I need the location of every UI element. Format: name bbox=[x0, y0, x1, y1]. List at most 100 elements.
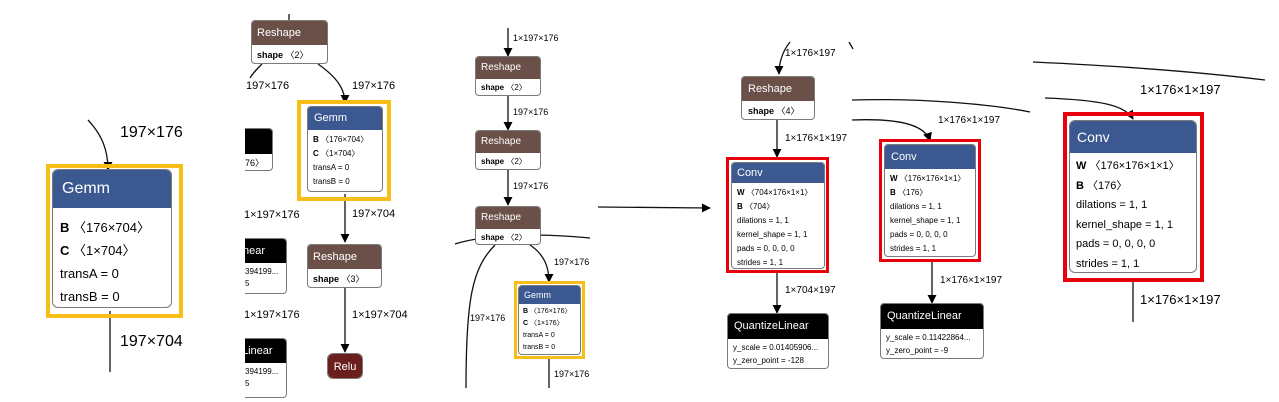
p3-gemm-attr-transa: transA = 0 bbox=[523, 332, 555, 339]
p1-gemm-title: Gemm bbox=[53, 170, 171, 208]
p4-quantize-1-scale: y_scale = 0.01405906... bbox=[733, 343, 819, 352]
p4-quantize-node-1[interactable]: QuantizeLinear y_scale = 0.01405906... y… bbox=[727, 313, 829, 369]
p4-conv-2-title: Conv bbox=[885, 145, 975, 169]
p4-reshape-shape: shape 〈4〉 bbox=[748, 106, 800, 116]
p4-quantize-2-title: QuantizeLinear bbox=[881, 304, 983, 329]
p2-gemm-attr-transb: transB = 0 bbox=[313, 177, 350, 186]
p3-gemm-title: Gemm bbox=[519, 286, 580, 304]
p3-edge-label-6: 197×176 bbox=[554, 369, 590, 379]
p5-conv-attr-strides: strides = 1, 1 bbox=[1076, 257, 1140, 270]
p1-gemm-node[interactable]: Gemm B 〈176×704〉 C 〈1×704〉 transA = 0 tr… bbox=[52, 169, 172, 308]
p2-edge-label-4: 1×197×704 bbox=[352, 309, 408, 321]
p2-gemm-attr-c: C 〈1×704〉 bbox=[313, 149, 360, 158]
p2-reshape-1-shape: shape 〈2〉 bbox=[257, 50, 309, 60]
transform-arrow bbox=[597, 203, 711, 213]
p2-partial-1-text: 76〉 bbox=[245, 158, 265, 168]
p4-conv-1-attr-b: B 〈704〉 bbox=[737, 202, 775, 211]
p4-conv-1-title: Conv bbox=[732, 163, 824, 183]
p4-quantize-node-2[interactable]: QuantizeLinear y_scale = 0.11422864... y… bbox=[880, 303, 984, 359]
p5-conv-highlight bbox=[1063, 112, 1204, 282]
p1-gemm-attr-b: B 〈176×704〉 bbox=[60, 220, 150, 235]
p3-edge-label-4: 197×176 bbox=[554, 257, 590, 267]
p2-gemm-attr-transa: transA = 0 bbox=[313, 163, 350, 172]
p3-reshape-3-shape: shape 〈2〉 bbox=[481, 233, 527, 242]
p4-conv-1-attr-kernel: kernel_shape = 1, 1 bbox=[737, 230, 808, 239]
p3-edge-label-5: 197×176 bbox=[470, 313, 506, 323]
p5-edge-label-1: 1×176×1×197 bbox=[1140, 82, 1221, 97]
p3-reshape-node-3[interactable]: Reshape shape 〈2〉 bbox=[475, 206, 541, 245]
p3-reshape-2-shape: shape 〈2〉 bbox=[481, 157, 527, 166]
p4-conv-1-attr-w: W 〈704×176×1×1〉 bbox=[737, 188, 813, 197]
p3-reshape-node-2[interactable]: Reshape shape 〈2〉 bbox=[475, 130, 541, 170]
p2-gemm-node[interactable]: Gemm B 〈176×704〉 C 〈1×704〉 transA = 0 tr… bbox=[307, 106, 383, 192]
p2-relu-node[interactable]: Relu bbox=[327, 353, 363, 379]
p5-conv-attr-dilations: dilations = 1, 1 bbox=[1076, 199, 1148, 211]
p3-reshape-3-title: Reshape bbox=[476, 207, 540, 229]
p3-reshape-node-1[interactable]: Reshape shape 〈2〉 bbox=[475, 56, 541, 96]
p1-gemm-highlight bbox=[46, 164, 183, 318]
p4-reshape-title: Reshape bbox=[742, 77, 814, 101]
p2-edge-label-3: 197×704 bbox=[352, 208, 396, 220]
p2-edge-label-6: 1×197×176 bbox=[244, 309, 300, 321]
p2-left-curve bbox=[249, 63, 263, 79]
p5-conv-node[interactable]: Conv W 〈176×176×1×1〉 B 〈176〉 dilations =… bbox=[1069, 120, 1197, 273]
p4-quantize-1-zero: y_zero_point = -128 bbox=[733, 356, 804, 365]
p4-quantize-2-zero: y_zero_point = -9 bbox=[886, 346, 949, 355]
p2-reshape-node-2[interactable]: Reshape shape 〈3〉 bbox=[307, 244, 382, 288]
p2-gemm-attr-b: B 〈176×704〉 bbox=[313, 135, 369, 144]
p1-gemm-attr-transa: transA = 0 bbox=[60, 266, 119, 281]
p3-branch-left bbox=[465, 244, 496, 389]
p2-reshape-gemm-edge bbox=[317, 63, 350, 104]
p2-partial-3-zero: 5 bbox=[245, 379, 250, 388]
p3-r3-gemm-edge bbox=[529, 244, 554, 283]
p4-conv-2-attr-strides: strides = 1, 1 bbox=[890, 244, 937, 253]
p2-reshape-2-shape: shape 〈3〉 bbox=[313, 274, 365, 284]
p4-edge-label-1: 1×176×197 bbox=[785, 48, 836, 59]
p1-in-edge bbox=[87, 119, 113, 171]
p4-top-arc bbox=[851, 98, 1031, 113]
p3-reshape-2-title: Reshape bbox=[476, 131, 540, 153]
p4-edge-label-5: 1×176×1×197 bbox=[940, 275, 1003, 286]
p5-conv-attr-kernel: kernel_shape = 1, 1 bbox=[1076, 218, 1173, 231]
p4-conv-1-attr-dilations: dilations = 1, 1 bbox=[737, 216, 789, 225]
p5-conv-attr-b: B 〈176〉 bbox=[1076, 179, 1128, 192]
p3-edge-label-1: 1×197×176 bbox=[513, 33, 559, 43]
p3-edge-label-3: 197×176 bbox=[513, 181, 549, 191]
p1-in-edge-label: 197×176 bbox=[120, 124, 183, 141]
p4-conv-node-2[interactable]: Conv W 〈176×176×1×1〉 B 〈176〉 dilations =… bbox=[884, 144, 976, 257]
p3-gemm-attr-b: B 〈176×176〉 bbox=[523, 308, 572, 315]
p4-conv-1-highlight bbox=[726, 157, 829, 273]
p4-quantize-1-title: QuantizeLinear bbox=[728, 314, 828, 339]
p4-conv-2-highlight bbox=[879, 139, 981, 262]
p4-conv-2-attr-pads: pads = 0, 0, 0, 0 bbox=[890, 230, 948, 239]
p3-edge-label-2: 197×176 bbox=[513, 107, 549, 117]
p4-conv-1-attr-pads: pads = 0, 0, 0, 0 bbox=[737, 244, 795, 253]
p5-edge-label-2: 1×176×1×197 bbox=[1140, 292, 1221, 307]
p4-quantize-2-scale: y_scale = 0.11422864... bbox=[886, 333, 971, 342]
p2-reshape-2-title: Reshape bbox=[308, 245, 381, 269]
p4-edge-label-2: 1×176×1×197 bbox=[785, 133, 848, 144]
p2-gemm-highlight bbox=[297, 100, 391, 201]
p3-gemm-node[interactable]: Gemm B 〈176×176〉 C 〈1×176〉 transA = 0 tr… bbox=[518, 285, 581, 355]
p1-gemm-attr-c: C 〈1×704〉 bbox=[60, 243, 136, 258]
p5-top-line bbox=[1032, 61, 1266, 81]
p4-reshape-node[interactable]: Reshape shape 〈4〉 bbox=[741, 76, 815, 120]
p4-conv-1-attr-strides: strides = 1, 1 bbox=[737, 258, 784, 267]
p1-gemm-attr-transb: transB = 0 bbox=[60, 289, 120, 304]
p2-partial-2-zero: 5 bbox=[245, 279, 250, 288]
p3-reshape-1-title: Reshape bbox=[476, 57, 540, 79]
p2-reshape-1-title: Reshape bbox=[252, 21, 327, 45]
p5-conv-attr-w: W 〈176×176×1×1〉 bbox=[1076, 160, 1180, 172]
p4-tick bbox=[848, 41, 854, 50]
p5-conv-title: Conv bbox=[1070, 121, 1196, 153]
p4-conv-node-1[interactable]: Conv W 〈704×176×1×1〉 B 〈704〉 dilations =… bbox=[731, 162, 825, 269]
p2-reshape-node-1[interactable]: Reshape shape 〈2〉 bbox=[251, 20, 328, 64]
p3-reshape-1-shape: shape 〈2〉 bbox=[481, 83, 527, 92]
p4-conv-2-attr-b: B 〈176〉 bbox=[890, 188, 928, 197]
p2-left-crop bbox=[220, 0, 245, 402]
p3-gemm-attr-c: C 〈1×176〉 bbox=[523, 320, 564, 327]
p5-conv-attr-pads: pads = 0, 0, 0, 0 bbox=[1076, 238, 1156, 250]
p2-relu-title: Relu bbox=[328, 354, 362, 378]
p4-conv-2-attr-dilations: dilations = 1, 1 bbox=[890, 202, 942, 211]
p2-partial-2-scale: 394199... bbox=[245, 267, 279, 276]
